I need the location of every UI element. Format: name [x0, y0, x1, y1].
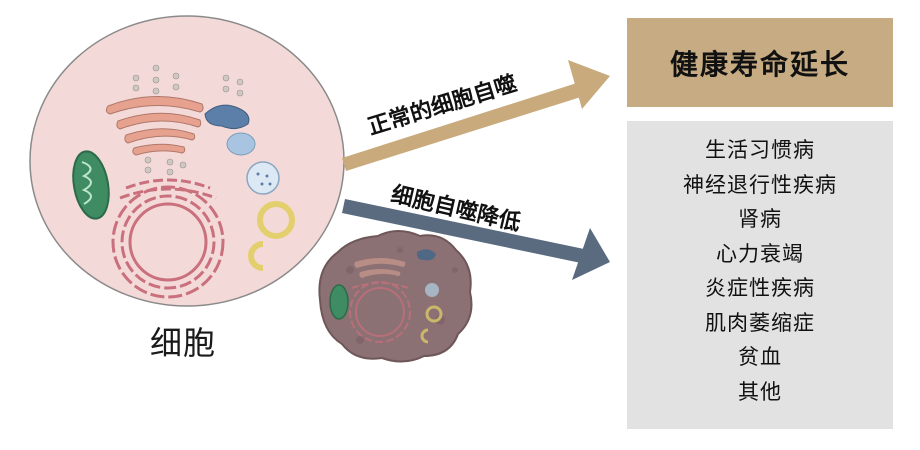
mitochondria: [72, 150, 110, 220]
disease-item: 生活习惯病: [705, 138, 815, 162]
disease-item: 神经退行性疾病: [683, 172, 837, 197]
golgi-apparatus: [105, 96, 204, 156]
disease-item: 贫血: [738, 345, 782, 369]
disease-item: 心力衰竭: [716, 241, 804, 266]
endosome: [204, 104, 256, 156]
disease-item: 其他: [738, 379, 782, 404]
healthy-cell: [29, 15, 345, 307]
vesicle-dots: [132, 64, 244, 176]
disease-list: 生活习惯病 神经退行性疾病 肾病 心力衰竭 炎症性疾病 肌肉萎缩症 贫血 其他: [627, 121, 893, 409]
disease-item: 炎症性疾病: [705, 276, 815, 300]
lysosome: [246, 161, 280, 195]
disease-item: 肌肉萎缩症: [705, 310, 815, 335]
arrow-reduced-autophagy: [342, 199, 610, 280]
nucleus: [111, 178, 225, 299]
healthy-lifespan-box: 健康寿命延长: [627, 18, 893, 107]
aged-cell: [318, 230, 473, 363]
autophagosome: [248, 201, 295, 271]
disease-box: 生活习惯病 神经退行性疾病 肾病 心力衰竭 炎症性疾病 肌肉萎缩症 贫血 其他: [627, 121, 893, 429]
healthy-lifespan-title: 健康寿命延长: [669, 47, 850, 81]
arrow-normal-autophagy: [342, 60, 610, 171]
cell-label: 细胞: [150, 324, 217, 362]
disease-item: 肾病: [738, 207, 782, 231]
